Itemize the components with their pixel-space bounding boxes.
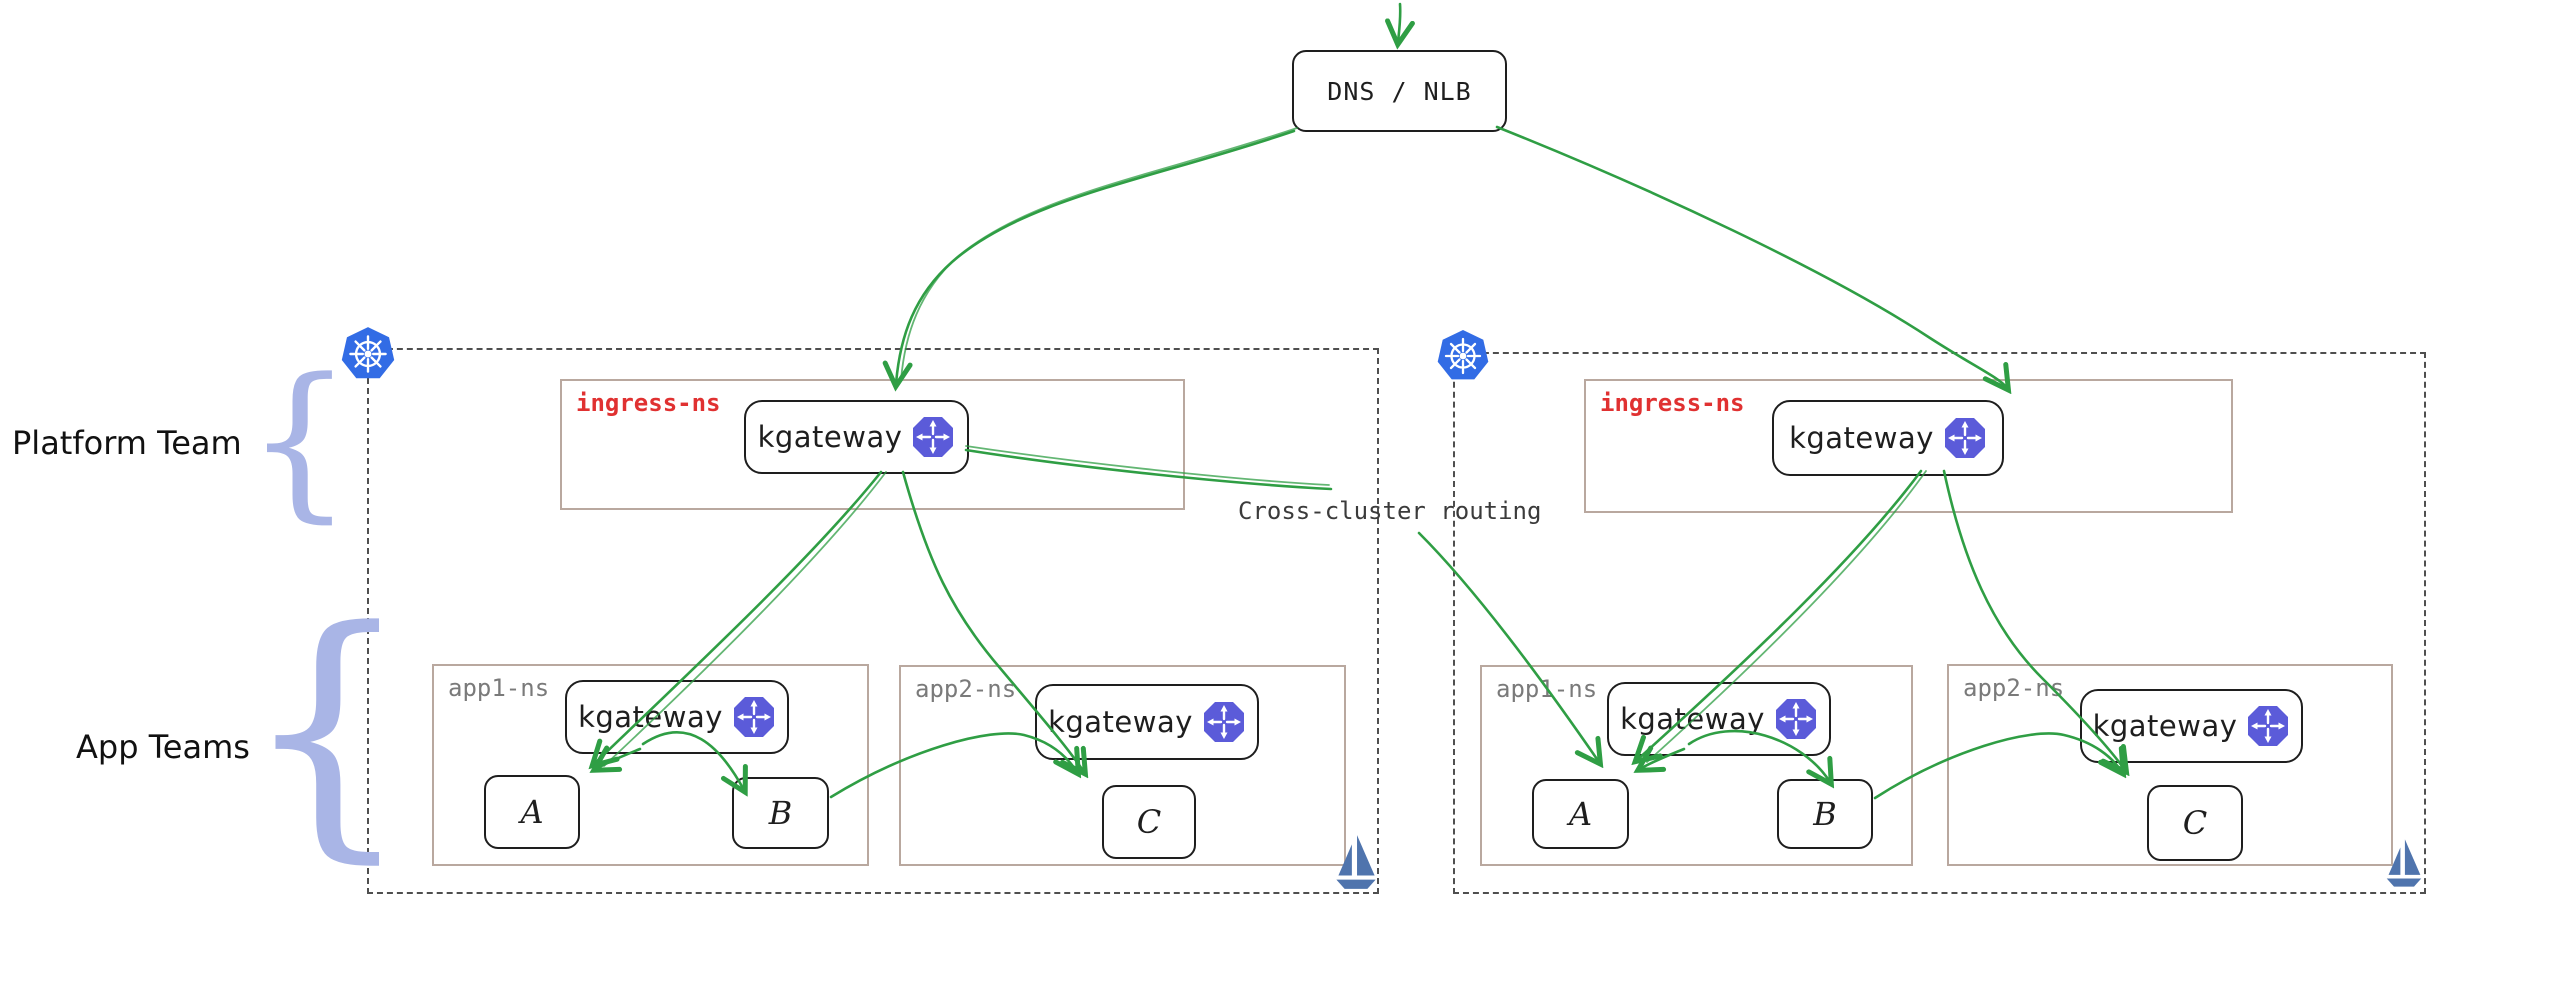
kgateway-label: kgateway xyxy=(578,700,723,734)
left-service-c: C xyxy=(1102,785,1196,859)
service-label: B xyxy=(1813,795,1837,833)
cluster-left: ingress-ns kgateway app1-ns kgateway A B… xyxy=(367,348,1379,894)
right-app2-ns-label: app2-ns xyxy=(1963,674,2065,702)
kgateway-routing-icon xyxy=(2246,704,2290,748)
kubernetes-icon xyxy=(1435,328,1491,384)
app-teams-brace: { xyxy=(242,574,413,886)
service-label: B xyxy=(768,794,793,832)
dns-nlb-node: DNS / NLB xyxy=(1292,50,1507,132)
right-service-c: C xyxy=(2147,785,2243,861)
left-app1-ns-label: app1-ns xyxy=(448,674,550,702)
kgateway-label: kgateway xyxy=(757,420,903,454)
cross-cluster-routing-label: Cross-cluster routing xyxy=(1238,497,1542,525)
left-service-a: A xyxy=(484,775,580,849)
cluster-right: ingress-ns kgateway app1-ns kgateway A B… xyxy=(1453,352,2426,894)
left-app2-ns-label: app2-ns xyxy=(915,675,1017,703)
right-ingress-kgateway-node: kgateway xyxy=(1772,400,2004,476)
kgateway-routing-icon xyxy=(911,415,955,459)
left-service-b: B xyxy=(732,777,829,849)
kgateway-routing-icon xyxy=(1202,700,1246,744)
sailboat-icon xyxy=(1333,832,1379,892)
arrow-dns-to-right-gateway xyxy=(1495,125,2007,388)
kgateway-label: kgateway xyxy=(1620,702,1765,736)
right-app1-ns-label: app1-ns xyxy=(1496,675,1598,703)
right-app2-kgateway-node: kgateway xyxy=(2080,689,2303,763)
right-ingress-ns-label: ingress-ns xyxy=(1600,389,1745,417)
service-label: A xyxy=(520,793,544,831)
right-service-b: B xyxy=(1777,779,1873,849)
kgateway-routing-icon xyxy=(1943,416,1987,460)
sailboat-icon xyxy=(2384,836,2424,890)
kgateway-label: kgateway xyxy=(2092,709,2238,743)
right-service-a: A xyxy=(1532,779,1629,849)
left-ingress-ns-label: ingress-ns xyxy=(576,389,721,417)
arrow-dns-to-left-gateway xyxy=(896,129,1296,384)
left-app1-kgateway-node: kgateway xyxy=(565,680,789,754)
left-ingress-kgateway-node: kgateway xyxy=(744,400,969,474)
app-teams-label: App Teams xyxy=(76,728,250,766)
service-label: C xyxy=(1136,803,1162,841)
arrow-inbound-to-dns xyxy=(1398,2,1400,42)
right-app1-kgateway-node: kgateway xyxy=(1607,682,1831,756)
kgateway-routing-icon xyxy=(732,695,776,739)
service-label: A xyxy=(1568,795,1593,833)
dns-nlb-label: DNS / NLB xyxy=(1327,76,1472,106)
kgateway-label: kgateway xyxy=(1048,705,1193,739)
platform-team-label: Platform Team xyxy=(12,424,242,462)
platform-team-brace: { xyxy=(246,342,353,538)
left-app2-kgateway-node: kgateway xyxy=(1035,684,1259,760)
kgateway-label: kgateway xyxy=(1789,421,1934,455)
service-label: C xyxy=(2182,804,2208,842)
kgateway-routing-icon xyxy=(1774,697,1818,741)
kubernetes-icon xyxy=(339,325,397,383)
arrow-dns-to-left-gateway-sketch xyxy=(900,127,1298,381)
